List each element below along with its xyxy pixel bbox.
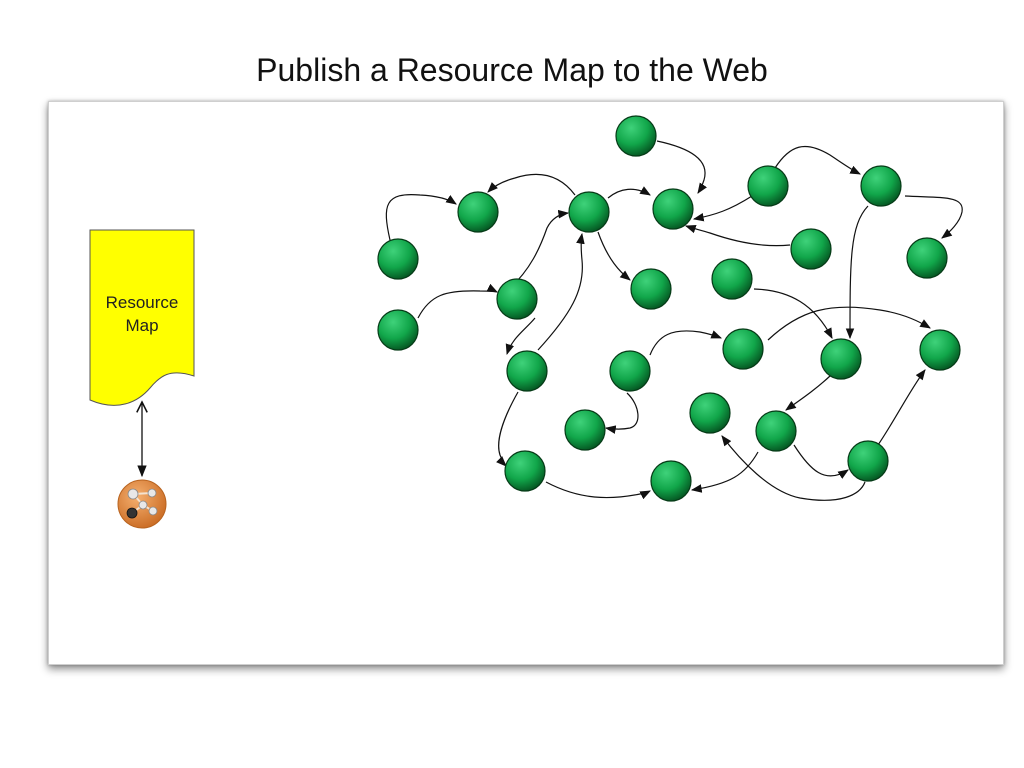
- edge: [537, 232, 585, 351]
- edge: [753, 288, 833, 339]
- edge: [656, 140, 707, 194]
- edge: [509, 209, 570, 289]
- edge: [721, 435, 866, 501]
- edge: [877, 369, 926, 446]
- edge: [545, 481, 651, 500]
- network-nodes: [377, 115, 961, 502]
- edge: [692, 195, 753, 222]
- edge: [505, 317, 536, 356]
- resource-node[interactable]: [919, 329, 961, 371]
- document-label-line-2: Map: [125, 316, 158, 335]
- edge: [684, 224, 791, 247]
- edge: [597, 231, 631, 281]
- network-edges: [385, 140, 963, 501]
- resource-node[interactable]: [457, 191, 499, 233]
- resource-node[interactable]: [820, 338, 862, 380]
- resource-node[interactable]: [755, 410, 797, 452]
- resource-node[interactable]: [615, 115, 657, 157]
- resource-map-document: Resource Map: [89, 229, 195, 406]
- edge: [785, 375, 831, 411]
- edge: [417, 283, 498, 319]
- resource-node[interactable]: [377, 238, 419, 280]
- resource-map-icon[interactable]: [117, 479, 167, 529]
- edge: [793, 444, 849, 479]
- edge: [649, 330, 723, 356]
- resource-node[interactable]: [609, 350, 651, 392]
- resource-node[interactable]: [711, 258, 753, 300]
- document-shape: [89, 229, 195, 406]
- edge: [607, 186, 651, 199]
- resource-node[interactable]: [504, 450, 546, 492]
- edge: [904, 195, 963, 239]
- resource-node[interactable]: [689, 392, 731, 434]
- resource-node[interactable]: [722, 328, 764, 370]
- edge: [774, 145, 861, 175]
- resource-node[interactable]: [747, 165, 789, 207]
- resource-node[interactable]: [906, 237, 948, 279]
- resource-node[interactable]: [650, 460, 692, 502]
- resource-node[interactable]: [496, 278, 538, 320]
- resource-node[interactable]: [652, 188, 694, 230]
- resource-node[interactable]: [860, 165, 902, 207]
- resource-node[interactable]: [568, 191, 610, 233]
- slide-title: Publish a Resource Map to the Web: [256, 52, 768, 88]
- resource-node[interactable]: [506, 350, 548, 392]
- resource-node[interactable]: [790, 228, 832, 270]
- edge: [487, 173, 576, 196]
- edge: [767, 306, 931, 341]
- resource-node[interactable]: [630, 268, 672, 310]
- edge: [690, 451, 759, 493]
- edge: [845, 205, 869, 340]
- edge: [496, 391, 519, 467]
- document-label-line-1: Resource: [106, 293, 179, 312]
- resource-node[interactable]: [564, 409, 606, 451]
- resource-node[interactable]: [847, 440, 889, 482]
- edge: [604, 392, 639, 434]
- resource-node[interactable]: [377, 309, 419, 351]
- edge: [385, 193, 457, 241]
